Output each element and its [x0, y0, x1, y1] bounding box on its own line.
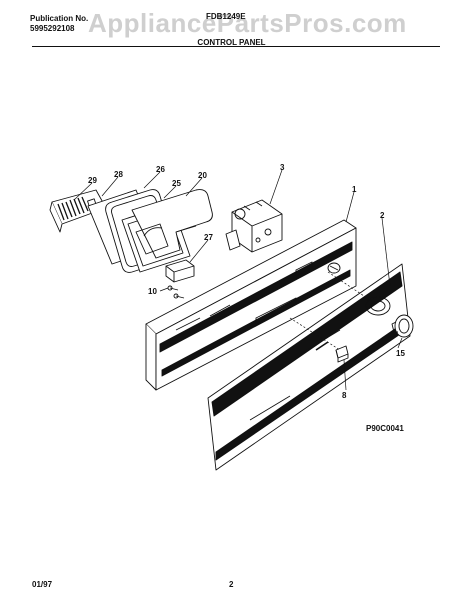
callout-8: 8: [342, 391, 347, 400]
callout-1: 1: [352, 185, 357, 194]
callout-27: 27: [204, 233, 213, 242]
watermark: AppliancePartsPros.com: [88, 8, 407, 38]
callout-2: 2: [380, 211, 385, 220]
part-3-timer: [225, 199, 283, 253]
part-20-dispenser: [131, 189, 213, 259]
callout-29: 29: [88, 176, 97, 185]
part-1-control-panel: [145, 219, 357, 391]
publication-label: Publication No.: [30, 14, 89, 23]
callout-25: 25: [172, 179, 181, 188]
header-rule: [32, 46, 440, 47]
leader-lines: [73, 169, 403, 391]
page-number: 2: [229, 580, 234, 589]
figure-code: P90C0041: [366, 424, 404, 433]
callout-28: 28: [114, 170, 123, 179]
section-title: CONTROL PANEL: [197, 38, 266, 47]
model-number: FDB1249E: [206, 12, 246, 21]
part-2-overlay: [207, 263, 411, 471]
callout-26: 26: [156, 165, 165, 174]
footer-date: 01/97: [32, 580, 53, 589]
callout-3: 3: [280, 163, 285, 172]
part-27-block: [165, 259, 195, 283]
callout-10: 10: [148, 287, 157, 296]
publication-block: Publication No. 5995292108: [30, 14, 88, 34]
callout-20: 20: [198, 171, 207, 180]
publication-number: 5995292108: [30, 24, 75, 33]
part-15-knob: [391, 314, 414, 338]
callout-15: 15: [396, 349, 405, 358]
part-10-screws: [167, 285, 185, 299]
